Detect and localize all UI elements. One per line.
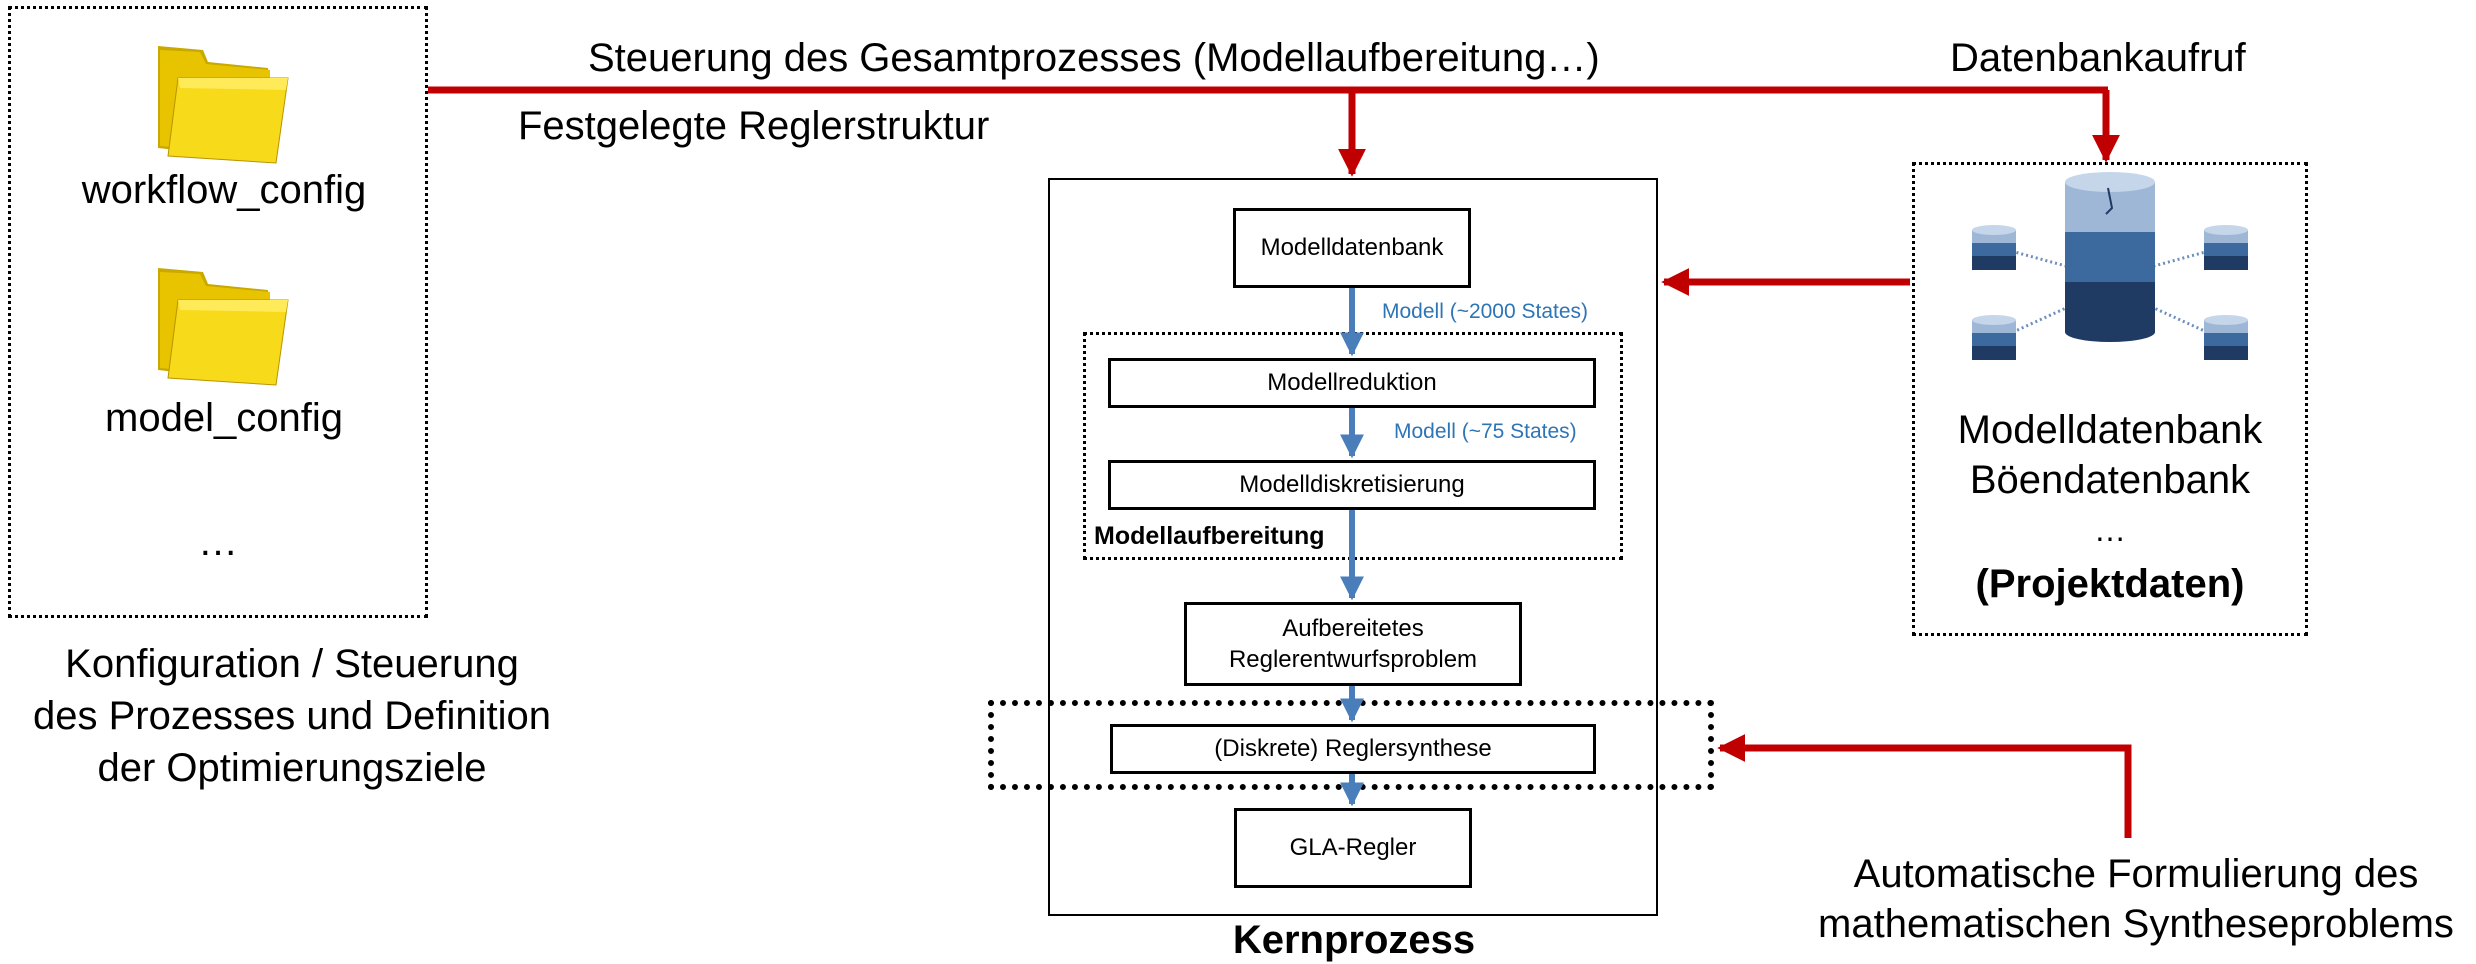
project-data-title: (Projektdaten) [1975, 562, 2245, 606]
controller-structure-label: Festgelegte Reglerstruktur [518, 104, 990, 148]
design-problem-box: Aufbereitetes Reglerentwurfsproblem [1184, 602, 1522, 686]
model-reduction-box: Modellreduktion [1108, 358, 1596, 408]
folder-icon [158, 268, 289, 386]
auto-formulation-arrow [1717, 734, 2132, 838]
model-database-box: Modelldatenbank [1233, 208, 1471, 288]
config-caption-line-1: Konfiguration / Steuerung [65, 642, 519, 686]
model-discretization-box: Modelldiskretisierung [1108, 460, 1596, 510]
config-caption-line-3: der Optimierungsziele [97, 746, 487, 790]
model-config-label: model_config [105, 396, 343, 440]
model-75-states-label: Modell (~75 States) [1394, 420, 1577, 443]
model-2000-states-label: Modell (~2000 States) [1382, 300, 1589, 323]
database-network-icon [1972, 172, 2248, 360]
config-caption-line-2: des Prozesses und Definition [32, 694, 552, 738]
config-ellipsis: … [198, 520, 238, 564]
project-data-panel [1912, 162, 2308, 636]
project-gust-db-label: Böendatenbank [1969, 458, 2251, 502]
process-control-label: Steuerung des Gesamtprozesses (Modellauf… [588, 36, 1600, 80]
project-model-db-label: Modelldatenbank [1957, 408, 2263, 452]
auto-formulation-line-2: mathematischen Syntheseproblems [1818, 902, 2454, 946]
core-process-title: Kernprozess [1232, 918, 1476, 962]
design-problem-line-1: Aufbereitetes [1282, 614, 1424, 642]
folder-icon [158, 46, 289, 164]
config-panel [8, 6, 428, 618]
design-problem-line-2: Reglerentwurfsproblem [1228, 646, 1478, 673]
database-call-label: Datenbankaufruf [1950, 36, 2246, 80]
core-process-frame [1048, 178, 1658, 916]
synthesis-box: (Diskrete) Reglersynthese [1110, 724, 1596, 774]
gla-controller-box: GLA-Regler [1234, 808, 1472, 888]
workflow-config-label: workflow_config [81, 168, 367, 212]
project-ellipsis: … [2094, 512, 2126, 548]
auto-formulation-line-1: Automatische Formulierung des [1853, 852, 2419, 896]
model-prep-group-label: Modellaufbereitung [1094, 522, 1325, 550]
